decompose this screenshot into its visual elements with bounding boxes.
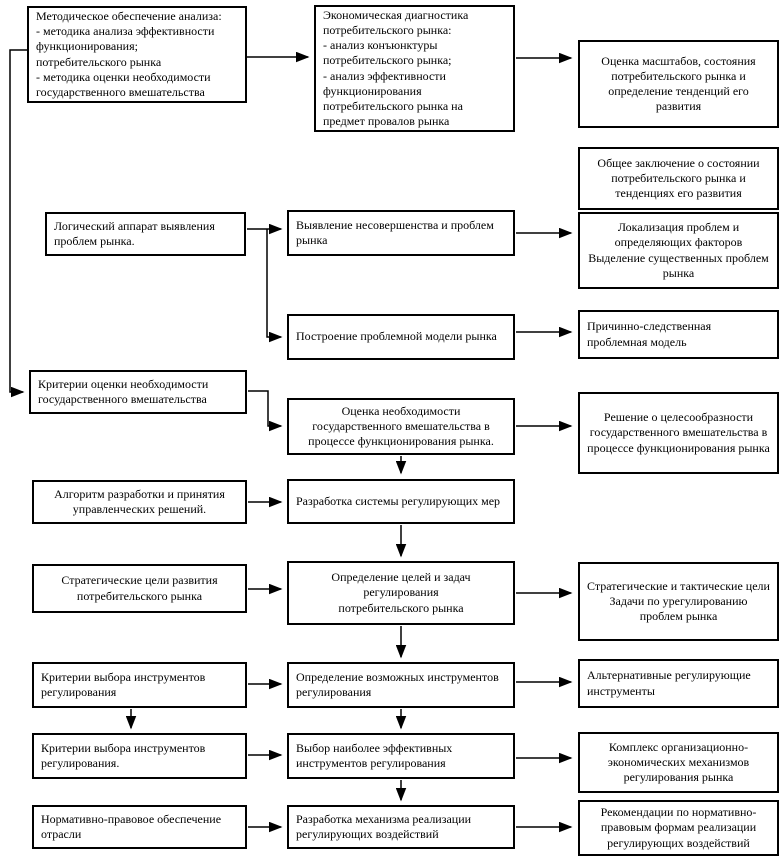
box-instrument-selection-criteria-1: Критерии выбора инструментов регулирован… (32, 662, 247, 708)
box-intervention-criteria: Критерии оценки необходимости государств… (29, 370, 247, 414)
box-instrument-selection-criteria-1-text: Критерии выбора инструментов регулирован… (41, 669, 206, 699)
box-regulatory-system-development: Разработка системы регулирующих мер (287, 479, 515, 524)
box-general-conclusion: Общее заключение о состоянии потребитель… (578, 147, 779, 210)
box-intervention-assessment: Оценка необходимости государственного вм… (287, 398, 515, 455)
box-effective-instruments-choice: Выбор наиболее эффективных инструментов … (287, 733, 515, 779)
box-implementation-mechanism-text: Разработка механизма реализации регулиру… (296, 811, 472, 841)
box-expediency-decision: Решение о целесообразности государственн… (578, 392, 779, 474)
box-intervention-criteria-text: Критерии оценки необходимости государств… (38, 376, 209, 406)
box-logical-apparatus-text: Логический аппарат выявления проблем рын… (54, 218, 215, 248)
box-methodical-support: Методическое обеспечение анализа: - мето… (27, 6, 247, 103)
box-implementation-mechanism: Разработка механизма реализации регулиру… (287, 805, 515, 849)
box-mechanisms-complex: Комплекс организационно- экономических м… (578, 732, 779, 793)
box-imperfection-identification-text: Выявление несовершенства и проблем рынка (296, 217, 494, 247)
arrow-l1-l3 (9, 49, 27, 398)
box-general-conclusion-text: Общее заключение о состоянии потребитель… (597, 155, 760, 201)
box-regulatory-system-development-text: Разработка системы регулирующих мер (296, 493, 501, 508)
box-problem-model-building: Построение проблемной модели рынка (287, 314, 515, 360)
box-imperfection-identification: Выявление несовершенства и проблем рынка (287, 210, 515, 256)
box-cause-effect-model-text: Причинно-следственная проблемная модель (587, 319, 712, 349)
box-instrument-selection-criteria-2-text: Критерии выбора инструментов регулирован… (41, 740, 206, 770)
box-scale-assessment-text: Оценка масштабов, состояния потребительс… (601, 53, 756, 114)
arrow-l2-m3 (266, 229, 283, 343)
box-alternative-instruments-text: Альтернативные регулирующие инструменты (587, 668, 751, 698)
box-mechanisms-complex-text: Комплекс организационно- экономических м… (607, 739, 750, 785)
box-problem-model-building-text: Построение проблемной модели рынка (296, 329, 497, 344)
box-strategic-goals: Стратегические цели развития потребитель… (32, 564, 247, 613)
box-goals-definition-text: Определение целей и задач регулирования … (331, 570, 471, 615)
box-strategic-tactical-goals-text: Стратегические и тактические цели Задачи… (587, 578, 770, 624)
box-possible-instruments-text: Определение возможных инструментов регул… (296, 669, 499, 699)
box-problem-localization-text: Локализация проблем и определяющих факто… (588, 220, 769, 280)
box-instrument-selection-criteria-2: Критерии выбора инструментов регулирован… (32, 733, 247, 779)
box-expediency-decision-text: Решение о целесообразности государственн… (587, 410, 770, 455)
box-possible-instruments: Определение возможных инструментов регул… (287, 662, 515, 708)
box-intervention-assessment-text: Оценка необходимости государственного вм… (308, 403, 494, 449)
box-decision-algorithm-text: Алгоритм разработки и принятия управленч… (54, 486, 225, 516)
box-legal-recommendations-text: Рекомендации по нормативно- правовым фор… (600, 805, 757, 850)
box-scale-assessment: Оценка масштабов, состояния потребительс… (578, 40, 779, 128)
box-alternative-instruments: Альтернативные регулирующие инструменты (578, 659, 779, 708)
box-goals-definition: Определение целей и задач регулирования … (287, 561, 515, 625)
box-legal-recommendations: Рекомендации по нормативно- правовым фор… (578, 800, 779, 856)
box-economic-diagnostics: Экономическая диагностика потребительско… (314, 5, 515, 132)
box-cause-effect-model: Причинно-следственная проблемная модель (578, 310, 779, 359)
arrow-l3-m4 (248, 390, 283, 432)
box-strategic-tactical-goals: Стратегические и тактические цели Задачи… (578, 562, 779, 641)
box-legal-support: Нормативно-правовое обеспечение отрасли (32, 805, 247, 849)
box-economic-diagnostics-text: Экономическая диагностика потребительско… (323, 8, 469, 128)
box-problem-localization: Локализация проблем и определяющих факто… (578, 212, 779, 289)
box-methodical-support-text: Методическое обеспечение анализа: - мето… (36, 9, 222, 99)
box-legal-support-text: Нормативно-правовое обеспечение отрасли (41, 811, 222, 841)
box-effective-instruments-choice-text: Выбор наиболее эффективных инструментов … (296, 740, 453, 770)
box-logical-apparatus: Логический аппарат выявления проблем рын… (45, 212, 246, 256)
box-decision-algorithm: Алгоритм разработки и принятия управленч… (32, 480, 247, 524)
box-strategic-goals-text: Стратегические цели развития потребитель… (61, 573, 218, 603)
